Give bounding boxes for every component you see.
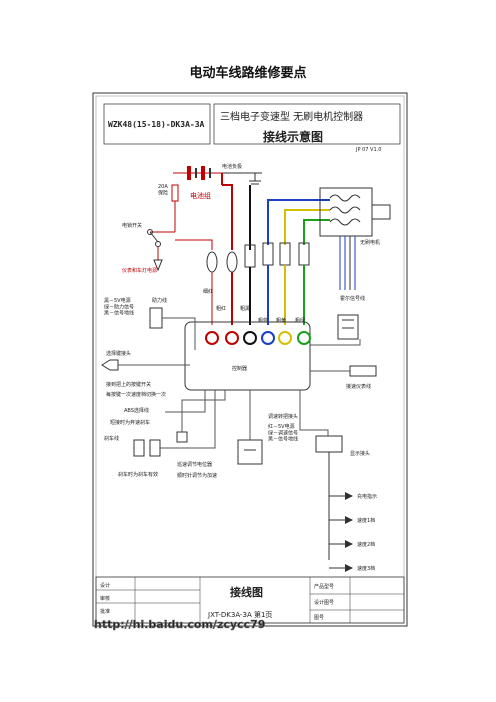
brake-line-label: 刹车线: [104, 435, 119, 442]
led-speed1: [345, 516, 353, 524]
speed-pot-icon: [176, 431, 188, 443]
assist-connector: [149, 307, 163, 329]
document-title: 电动车线路维修要点: [189, 66, 307, 81]
motor-coil-3: [329, 218, 361, 226]
battery-cell-2: [195, 168, 197, 178]
motor-shaft: [371, 204, 391, 220]
phase-green-connector: [298, 242, 310, 266]
battery-cell-3: [201, 166, 205, 180]
led-speed2: [345, 540, 353, 548]
speed-plug-label: 调速转把接头: [268, 413, 298, 420]
hall-signal-label: 霍尔信号线: [340, 295, 365, 302]
led-group: [329, 492, 353, 572]
tachometer-plug: [349, 365, 377, 377]
blue-label: 粗蓝: [258, 317, 268, 324]
tb-design: 设计: [100, 582, 110, 589]
assist-line-label: 助力线: [152, 297, 167, 304]
battery-minus-label: 电池负极: [222, 163, 242, 170]
green-label: 粗绿: [295, 317, 305, 324]
brake-connector-2: [149, 439, 161, 457]
mode-plug-icon: [101, 359, 119, 371]
yellow-label: 粗黄: [276, 317, 286, 324]
thin-red-connector: [206, 251, 218, 273]
throttle-desc: 黑－5V电源绿－助力信号黑－信号地线: [104, 297, 134, 317]
abs-line-label: ABS选择线: [124, 407, 149, 414]
phase-blue-connector: [262, 242, 274, 266]
tb-product-model: 产品型号: [314, 583, 334, 590]
meter-lamp-label: 仪表和车灯电源: [122, 267, 157, 274]
title-block: [95, 576, 405, 624]
indicator-plug: [315, 435, 343, 453]
drawing-border: [92, 92, 408, 627]
press-cycle-label: 每按键一次速度档切换一次: [106, 391, 166, 398]
controller-label: 控制器: [232, 365, 247, 372]
controller-terminals: [205, 331, 311, 345]
phase-yellow-connector: [279, 242, 291, 266]
abs-note: 短接时为弃速刹车: [110, 419, 150, 426]
charge-led: [345, 492, 353, 500]
watermark: http://hi.baidu.com/zcycc79: [94, 618, 265, 631]
motor-coil-2: [329, 206, 361, 214]
fuse-symbol: [171, 184, 179, 202]
speed-plug-icon: [237, 439, 263, 465]
tb-design-number: 设计图号: [314, 599, 334, 606]
indicator-plug-label: 显示接头: [350, 450, 370, 457]
tb-drawing-number: 图号: [314, 615, 324, 621]
thick-red-connector: [226, 251, 238, 273]
key-switch-lever: [149, 231, 159, 243]
key-switch-contact: [147, 229, 153, 235]
brake-connector-1: [133, 439, 145, 457]
model-code: WZK48(15-18)-DK3A-3A: [108, 120, 205, 129]
speed-adjust-label: 巡速调节电位器: [177, 461, 212, 468]
tb-approve: 批准: [100, 608, 110, 615]
led3-label: 速度3档: [357, 565, 375, 572]
version-label: JP 07 V1.0: [355, 147, 381, 153]
speed-desc: 红－5V电源绿－调速信号黑－信号地线: [268, 423, 298, 443]
speed-note: 顺时针调节为加速: [177, 472, 217, 479]
tb-check: 审核: [100, 595, 110, 602]
led1-label: 速度1档: [357, 517, 375, 524]
tachometer-label: 接速仪表线: [346, 383, 371, 390]
heading-line2: 接线示意图: [263, 129, 323, 144]
brake-note: 刹车时为刹车有效: [118, 471, 158, 478]
heading-box: [213, 103, 401, 145]
led2-label: 速度2档: [357, 541, 375, 548]
motor-box: [319, 187, 373, 237]
thin-red-label: 细红: [203, 288, 213, 295]
mode-plug-label: 选择键接头: [106, 350, 131, 357]
motor-label: 无刷电机: [360, 239, 380, 246]
heading-line1: 三档电子变速型 无刷电机控制器: [220, 110, 363, 123]
battery-pack-label: 电池组: [190, 191, 211, 200]
battery-cell-1: [187, 166, 191, 180]
battery-cell-4: [209, 168, 211, 178]
thick-black-label: 粗黑: [240, 305, 250, 312]
tb-drawing-value: JXT-DK3A-3A 第1页: [207, 610, 272, 619]
key-switch-label: 电锁开关: [122, 222, 142, 229]
model-box: [103, 103, 211, 145]
led-speed3: [345, 564, 353, 572]
handlebar-key-label: 接到把上的按键开关: [106, 381, 151, 388]
thick-red-label: 粗红: [216, 305, 226, 312]
charge-indicator-label: 充电指示: [357, 493, 377, 500]
meter-plug-icon: [153, 259, 163, 272]
motor-coil-1: [329, 194, 361, 202]
tb-big-title: 接线图: [230, 585, 263, 599]
hall-connector: [337, 314, 359, 340]
controller-body: [184, 321, 311, 391]
